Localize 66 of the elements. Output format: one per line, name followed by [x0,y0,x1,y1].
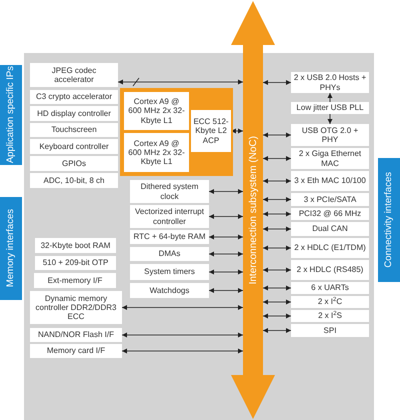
block-box: Memory card I/F [30,344,122,358]
side-tab: Memory interfaces [0,197,22,300]
block-box: 2 x HDLC (E1/TDM) [291,238,369,258]
block-box: 510 + 209-bit OTP [35,256,116,270]
bus-arrow [262,268,292,272]
bus-arrow [122,332,244,338]
bus-arrow [262,212,292,216]
block-box: 3 x PCIe/SATA [291,193,369,206]
side-tab: Connectivity interfaces [378,158,400,282]
bus-arrow [262,226,292,232]
block-box: 2 x HDLC (RS485) [291,260,369,280]
block-box: NAND/NOR Flash I/F [30,328,122,342]
block-box: C3 crypto accelerator [30,90,118,104]
bus-arrow [208,189,244,194]
bus-arrow [262,328,292,333]
bus-arrow [262,197,292,202]
block-box: 2 x USB 2.0 Hosts + PHYs [291,72,369,93]
block-box: JPEG codec accelerator [30,63,118,87]
block-box: 6 x UARTs [291,282,369,294]
block-box: Touchscreen [30,123,118,137]
block-box: Dithered system clock [130,180,209,203]
block-box: Dynamic memory controller DDR2/DDR3 ECC [30,291,122,324]
block-box: 2 x I$^{2}$C [291,296,369,308]
block-box: 3 x Eth MAC 10/100 [291,171,369,191]
block-box: Dual CAN [291,222,369,236]
block-box: PCI32 @ 66 MHz [291,208,369,220]
bus-arrow [262,286,292,290]
block-box: Cortex A9 @ 600 MHz 2x 32-Kbyte L1 [124,133,189,172]
interconnect-arrow: Interconnection subsystem (NoC) [231,1,275,419]
bus-arrow [262,156,292,161]
cluster-box [120,88,233,176]
bus-arrow [328,114,332,124]
block-box: ECC 512-Kbyte L2 ACP [191,110,231,152]
block-box: 32-Kbyte boot RAM [35,238,116,253]
block-box: ADC, 10-bit, 8 ch [30,173,118,188]
block-box: System timers [130,264,209,280]
bus-arrow [208,234,244,240]
block-box: Watchdogs [130,283,209,298]
block-box: RTC + 64-byte RAM [130,230,209,244]
block-box: HD display controller [30,106,118,121]
bus-arrow [262,300,292,304]
bus-arrow [262,314,292,318]
bus-arrow [328,92,332,102]
block-box: SPI [291,324,369,337]
block-box: Vectorized interrupt controller [130,205,209,228]
block-box: Ext-memory I/F [34,273,116,288]
block-box: Low jitter USB PLL [291,102,369,114]
bus-arrow [122,348,244,354]
block-box: Cortex A9 @ 600 MHz 2x 32-Kbyte L1 [124,92,189,130]
bus-arrow [208,252,244,256]
bus-arrow [262,80,292,85]
block-box: 2 x Giga Ethernet MAC [291,148,369,169]
block-box: GPIOs [30,156,118,171]
bus-arrow [122,305,244,310]
block-box: 2 x I$^{2}$S [291,310,369,322]
bus-arrow [118,80,244,84]
side-tab: Application specific IPs [0,65,22,165]
bus-arrow [262,178,292,184]
bus-arrow [208,214,244,219]
block-box: DMAs [130,247,209,261]
block-box: USB OTG 2.0 + PHY [291,124,369,146]
bus-arrow [208,270,244,274]
bus-arrow [262,246,292,250]
bus-arrow [208,288,244,293]
block-box: Keyboard controller [30,139,118,154]
bus-arrow [262,132,292,138]
